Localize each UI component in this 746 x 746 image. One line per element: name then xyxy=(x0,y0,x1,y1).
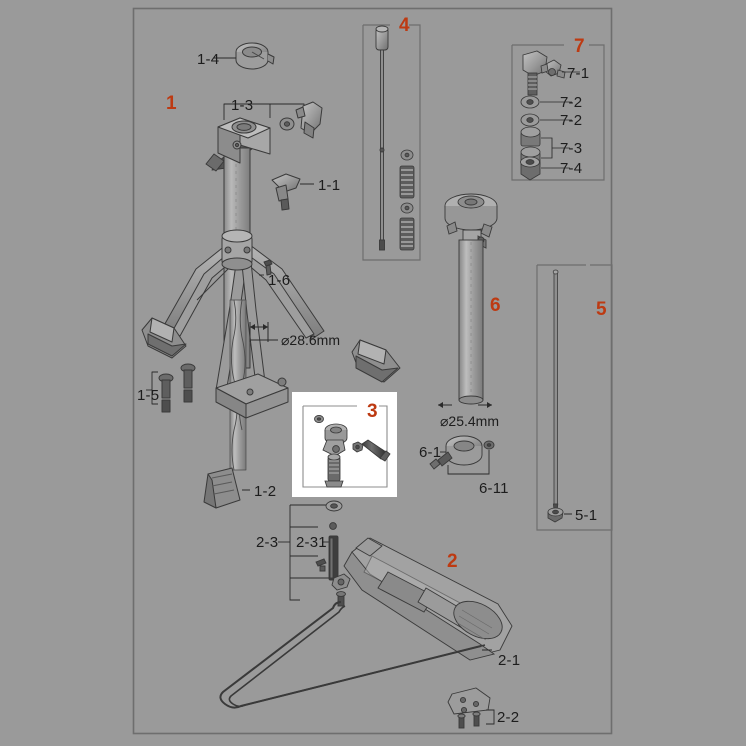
part-1-3-wing-screw xyxy=(295,101,323,139)
part-label-2-31: 2-31 xyxy=(296,534,327,551)
part-label-1-5: 1-5 xyxy=(137,387,160,404)
part-label-1-4: 1-4 xyxy=(197,51,220,68)
part-3-threaded-post xyxy=(324,453,344,488)
part-label-2-2: 2-2 xyxy=(497,709,520,726)
part-3-nut xyxy=(352,441,364,453)
part-4-rod xyxy=(375,25,389,251)
part-2-3-hardware xyxy=(315,500,351,607)
part-7-1-wing-nut xyxy=(540,59,566,79)
part-2-2-base-plate xyxy=(447,687,495,729)
group-number-7: 7 xyxy=(574,36,585,57)
group-number-3: 3 xyxy=(367,401,378,422)
dimension-label-upper-tube: ⌀25.4mm xyxy=(440,413,500,429)
part-label-1-3: 1-3 xyxy=(231,97,254,114)
group-6-upper-tube-assembly xyxy=(429,193,498,475)
group-number-6: 6 xyxy=(490,295,501,316)
group-1-tripod-assembly xyxy=(141,42,401,509)
part-label-6-11: 6-11 xyxy=(479,480,509,497)
part-6-11-screw xyxy=(483,440,495,450)
part-2-1-wire-hoop xyxy=(219,601,486,709)
part-4-springs-and-washers xyxy=(399,149,415,251)
part-tripod-legs xyxy=(141,244,401,394)
part-label-6-1: 6-1 xyxy=(419,444,442,461)
part-bottom-spreader xyxy=(215,373,289,419)
part-label-1-6: 1-6 xyxy=(268,272,291,289)
group-4-pull-rod-assembly xyxy=(362,24,421,261)
part-7-2-washers xyxy=(520,95,540,127)
part-7-4-cap-nut xyxy=(520,156,541,181)
part-1-4-memory-clamp xyxy=(235,42,275,70)
part-label-7-3: 7-3 xyxy=(560,140,583,157)
dimension-arrows-28mm xyxy=(249,322,278,342)
part-1-3-washer xyxy=(279,117,295,131)
part-5-1-nut xyxy=(547,507,564,523)
part-2-3-leader-lines xyxy=(278,504,338,601)
part-tube-head-clamp xyxy=(217,117,271,164)
part-3-swivel-block xyxy=(322,423,348,457)
part-label-7-2a: 7-2 xyxy=(560,94,583,111)
group-number-5: 5 xyxy=(596,299,607,320)
group-2-pedal-assembly xyxy=(219,500,513,729)
part-label-2-1: 2-1 xyxy=(498,652,521,669)
part-6-1-memory-clamp xyxy=(429,435,483,470)
part-2-pedal-board xyxy=(343,537,513,661)
part-5-rod xyxy=(552,269,559,515)
part-label-1-1: 1-1 xyxy=(318,177,341,194)
part-label-7-4: 7-4 xyxy=(560,160,583,177)
part-label-2-3: 2-3 xyxy=(256,534,279,551)
part-1-6-screw xyxy=(263,259,273,276)
part-3-small-washer xyxy=(314,414,324,424)
part-1-2-rubber-foot xyxy=(203,467,241,509)
part-1-5-bolts xyxy=(146,363,196,413)
group-5-rod-assembly xyxy=(536,264,613,531)
part-7-main-bolt xyxy=(522,50,548,96)
group-3-inset xyxy=(292,392,397,497)
dimension-label-tripod-tube: ⌀28.6mm xyxy=(281,332,341,348)
part-label-7-2b: 7-2 xyxy=(560,112,583,129)
group-number-1: 1 xyxy=(166,93,177,114)
part-tripod-hinge-collar xyxy=(221,229,253,271)
dimension-arrows-25mm xyxy=(438,402,492,408)
group-number-2: 2 xyxy=(447,551,458,572)
group-7-fittings-assembly xyxy=(511,44,605,181)
group-number-4: 4 xyxy=(399,15,410,36)
part-label-1-2: 1-2 xyxy=(254,483,277,500)
part-6-tube xyxy=(458,239,484,405)
part-3-bolt xyxy=(361,439,391,462)
part-1-1-wing-screw xyxy=(271,173,301,211)
part-label-7-1: 7-1 xyxy=(567,65,590,82)
part-label-5-1: 5-1 xyxy=(575,507,598,524)
